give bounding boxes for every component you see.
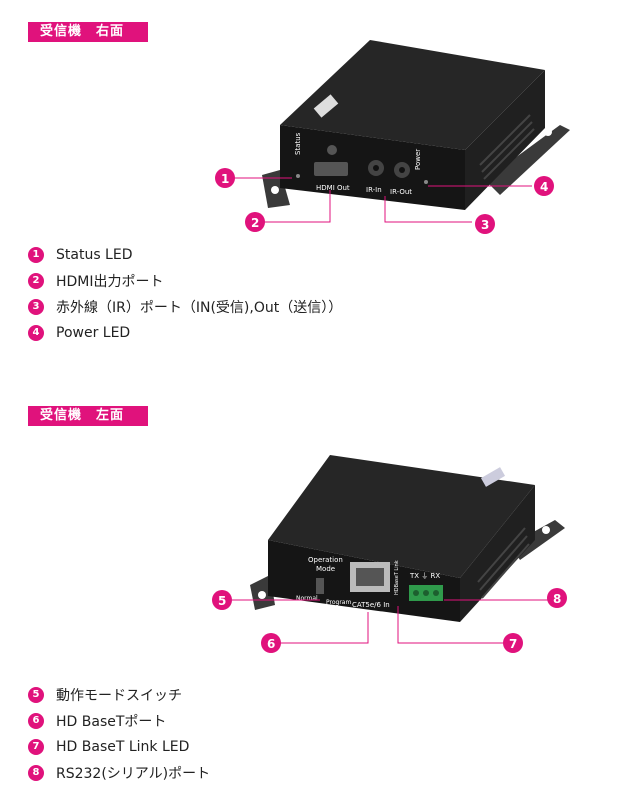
- svg-text:8: 8: [553, 592, 561, 606]
- device-label-hdmi-out: HDMI Out: [316, 184, 350, 192]
- callout-5: 5: [212, 590, 232, 610]
- device-label-status: Status: [294, 132, 302, 155]
- device-label-power: Power: [414, 149, 422, 170]
- svg-text:3: 3: [481, 218, 489, 232]
- device-label-hdbaset-link: HDBaseT Link: [394, 560, 400, 595]
- device-label-cat-in: CAT5e/6 In: [352, 601, 390, 609]
- callout-7: 7: [503, 633, 523, 653]
- device-label-normal: Normal: [296, 595, 318, 602]
- device-label-program: Program: [326, 599, 351, 606]
- callout-3: 3: [475, 214, 495, 234]
- svg-text:4: 4: [540, 180, 548, 194]
- callout-4: 4: [534, 176, 554, 196]
- callout-2: 2: [245, 212, 265, 232]
- section-title-left: 受信機 左面: [28, 406, 148, 426]
- callout-8: 8: [547, 588, 567, 608]
- svg-text:5: 5: [218, 594, 226, 608]
- section-title-right: 受信機 右面: [28, 22, 148, 42]
- device-label-ir-out: IR-Out: [390, 188, 412, 196]
- device-label-ir-in: IR-In: [366, 186, 382, 194]
- svg-text:1: 1: [221, 172, 229, 186]
- callout-1: 1: [215, 168, 235, 188]
- callout-6: 6: [261, 633, 281, 653]
- receiver-left-side-figure: Operation Mode Normal Program CAT5e/6 In…: [212, 455, 567, 653]
- svg-text:2: 2: [251, 216, 259, 230]
- device-label-operation: Operation: [308, 556, 343, 564]
- svg-text:7: 7: [509, 637, 517, 651]
- device-label-tx-rx: TX ⏚ RX: [409, 572, 440, 580]
- svg-text:6: 6: [267, 637, 275, 651]
- device-label-mode: Mode: [316, 565, 335, 573]
- receiver-right-side-figure: Status HDMI Out IR-In IR-Out Power 1 2 3…: [215, 40, 570, 234]
